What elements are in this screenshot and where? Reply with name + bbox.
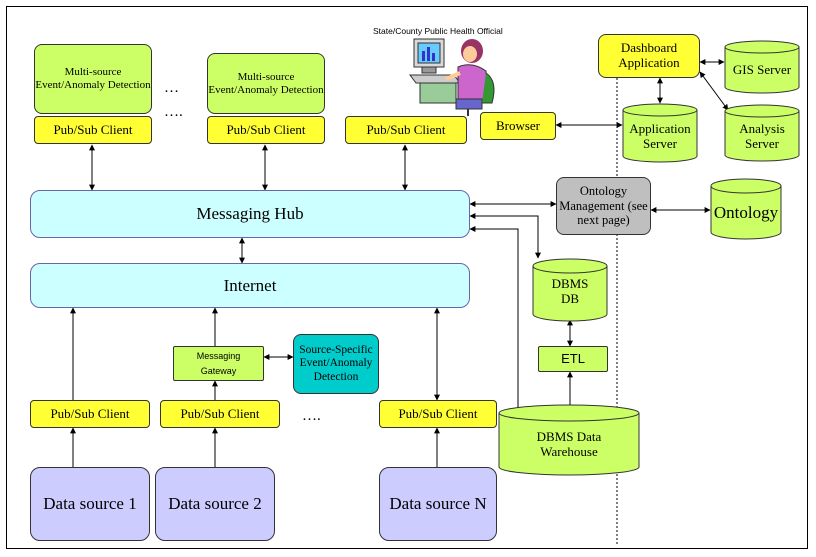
messaging-gateway-label: Messaging Gateway <box>196 351 241 376</box>
etl-label: ETL <box>561 350 585 366</box>
health-official-icon <box>409 38 495 116</box>
data-source-1-label: Data source 1 <box>43 494 137 514</box>
gis-server-label: GIS Server <box>732 61 792 77</box>
pubsub-client-top-2-label: Pub/Sub Client <box>226 121 306 137</box>
application-server: Application Server <box>622 103 698 163</box>
detection-box-2-label: Multi-source Event/Anomaly Detection <box>208 70 324 96</box>
pubsub-client-top-3: Pub/Sub Client <box>345 116 467 144</box>
application-server-cylinder-icon <box>622 103 698 163</box>
dbms-data-warehouse: DBMS Data Warehouse <box>498 404 640 476</box>
analysis-server-label: Analysis Server <box>739 121 785 151</box>
ontology-management: Ontology Management (see next page) <box>556 177 651 235</box>
gis-server-cylinder-icon <box>724 40 800 94</box>
etl-box: ETL <box>538 346 608 372</box>
internet-label: Internet <box>223 275 277 295</box>
pubsub-client-top-1-label: Pub/Sub Client <box>53 121 133 137</box>
dbms-db-label: DBMS DB <box>551 276 589 306</box>
dashboard-application-label: Dashboard Application <box>618 40 680 70</box>
pubsub-client-bottom-2: Pub/Sub Client <box>160 400 280 428</box>
application-server-label: Application Server <box>629 121 691 151</box>
dbms-db: DBMS DB <box>532 258 608 322</box>
detection-box-1-label: Multi-source Event/Anomaly Detection <box>35 66 151 91</box>
source-specific-detection-label: Source-Specific Event/Anomaly Detection <box>299 344 373 383</box>
browser-box: Browser <box>480 112 556 140</box>
ellipsis-bottom: …. <box>302 408 321 424</box>
dbms-data-warehouse-cylinder-icon <box>498 404 640 476</box>
data-source-n: Data source N <box>379 467 497 541</box>
official-label: State/County Public Health Official <box>373 26 503 36</box>
pubsub-client-bottom-2-label: Pub/Sub Client <box>180 405 260 421</box>
pubsub-client-bottom-3: Pub/Sub Client <box>379 400 497 428</box>
ontology-cylinder-icon <box>710 178 782 240</box>
data-source-1: Data source 1 <box>30 467 150 541</box>
pubsub-client-top-2: Pub/Sub Client <box>207 116 325 144</box>
messaging-hub: Messaging Hub <box>30 190 470 238</box>
internet: Internet <box>30 263 470 308</box>
browser-label: Browser <box>495 117 541 133</box>
dashboard-application: Dashboard Application <box>598 34 700 78</box>
detection-box-1: Multi-source Event/Anomaly Detection <box>34 44 152 114</box>
analysis-server: Analysis Server <box>724 104 800 162</box>
pubsub-client-bottom-1-label: Pub/Sub Client <box>50 405 130 421</box>
pubsub-client-top-1: Pub/Sub Client <box>34 116 152 144</box>
source-specific-detection: Source-Specific Event/Anomaly Detection <box>293 334 379 394</box>
diagram-frame <box>6 6 808 549</box>
gis-server: GIS Server <box>724 40 800 94</box>
ellipsis-top-2: …. <box>164 104 183 120</box>
messaging-hub-label: Messaging Hub <box>196 204 304 224</box>
ontology-label: Ontology <box>713 203 779 223</box>
data-source-2: Data source 2 <box>155 467 275 541</box>
pubsub-client-bottom-3-label: Pub/Sub Client <box>398 405 478 421</box>
messaging-gateway: Messaging Gateway <box>173 346 264 381</box>
dbms-db-cylinder-icon <box>532 258 608 322</box>
ontology: Ontology <box>710 178 782 240</box>
detection-box-2: Multi-source Event/Anomaly Detection <box>207 53 325 114</box>
dbms-data-warehouse-label: DBMS Data Warehouse <box>536 429 602 459</box>
ellipsis-top-1: … <box>164 80 179 96</box>
pubsub-client-bottom-1: Pub/Sub Client <box>30 400 150 428</box>
pubsub-client-top-3-label: Pub/Sub Client <box>366 121 446 137</box>
analysis-server-cylinder-icon <box>724 104 800 162</box>
data-source-n-label: Data source N <box>389 494 487 514</box>
ontology-management-label: Ontology Management (see next page) <box>559 184 648 228</box>
data-source-2-label: Data source 2 <box>168 494 262 514</box>
